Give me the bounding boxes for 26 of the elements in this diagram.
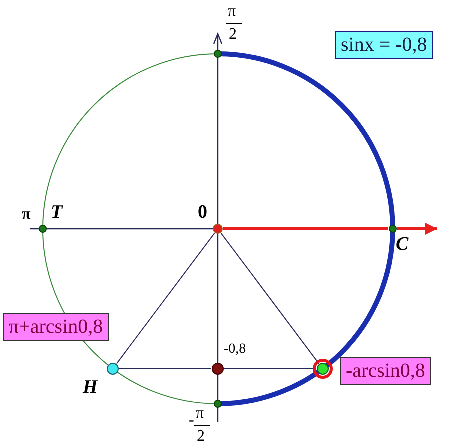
- line-segment: [224, 228, 388, 230]
- point-label: π: [196, 406, 204, 422]
- value-label-box: -arcsin0,8: [340, 357, 432, 385]
- point-label: 2: [197, 429, 205, 445]
- point-label: 0: [198, 203, 208, 222]
- point: [107, 363, 119, 375]
- point-label: -: [189, 413, 194, 429]
- point: [212, 363, 224, 375]
- value-label-box: π+arcsin0,8: [3, 313, 110, 341]
- point: [389, 225, 397, 233]
- point-label: π: [228, 4, 236, 20]
- point: [213, 224, 223, 234]
- point-label: H: [83, 378, 98, 397]
- arrow: [398, 223, 438, 235]
- value-label-box: sinx = -0,8: [335, 31, 434, 59]
- point: [214, 400, 222, 408]
- point-label: π: [22, 207, 31, 223]
- line-segment: [119, 368, 212, 370]
- point: [214, 50, 222, 58]
- point: [317, 363, 329, 375]
- line-segment: [116, 232, 216, 364]
- point-label: -0,8: [224, 343, 246, 357]
- point-label: T: [51, 203, 63, 222]
- point-label: C: [396, 235, 409, 254]
- point: [39, 225, 47, 233]
- point-label: 2: [229, 27, 237, 43]
